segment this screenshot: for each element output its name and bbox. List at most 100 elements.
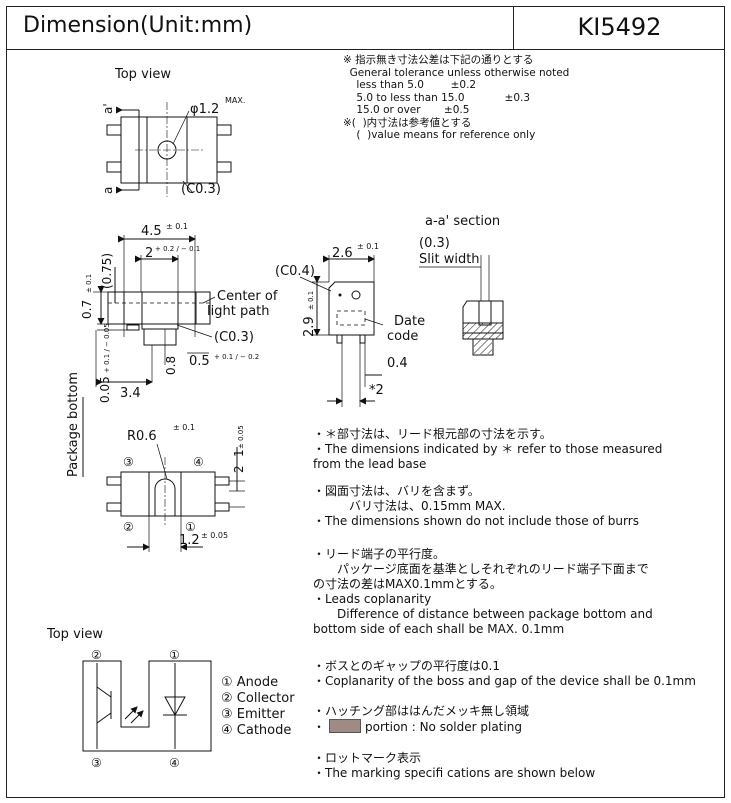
- dim-2-lead: 2: [232, 465, 246, 473]
- part-number: KI5492: [513, 7, 725, 49]
- note-text: パッケージ底面を基準としそれぞれのリード端子下面まで: [337, 562, 649, 576]
- legend-item-cathode: ④ Cathode: [221, 723, 292, 738]
- dim-c03-front: (C0.3): [214, 330, 254, 345]
- note-text: ・The dimensions indicated by ＊ refer to …: [313, 442, 663, 456]
- dim-0-5-tol: + 0.1 / − 0.2: [214, 353, 259, 361]
- page-title: Dimension(Unit:mm): [23, 13, 253, 38]
- label-date: Date: [394, 314, 425, 329]
- drawing-canvas: Top view a' a φ1.2 MAX. (C0.3): [46, 67, 504, 770]
- dim-c03-top: (C0.3): [181, 182, 221, 197]
- note-text: bottom side of each shall be MAX. 0.1mm: [313, 622, 565, 636]
- dim-2-9-tol: ± 0.1: [307, 291, 315, 310]
- tolerance-line: ※ 指示無き寸法公差は下記の通りとする: [343, 54, 534, 66]
- front-view-package: [93, 235, 216, 387]
- label-light-path: light path: [207, 304, 270, 319]
- bottom-pin-1: ①: [185, 520, 196, 534]
- dim-1-lead: 1: [232, 449, 246, 457]
- note-text: ・The dimensions shown do not include tho…: [313, 514, 639, 528]
- note-marking: ・ロットマーク表示 ・The marking specifi cations a…: [313, 751, 595, 781]
- note-text: ・リード端子の平行度。: [313, 547, 446, 561]
- dim-width-4-5: 4.5: [141, 224, 162, 239]
- note-text: ・Coplanarity of the boss and gap of the …: [313, 674, 696, 688]
- tolerance-line: ※( )内寸法は参考値とする: [343, 116, 472, 129]
- dim-width-2-tol: + 0.2 / − 0.1: [155, 245, 200, 253]
- section-view-package: [419, 255, 504, 356]
- note-text: ・ボスとのギャップの平行度は0.1: [313, 659, 500, 673]
- note-text: Difference of distance between package b…: [337, 607, 653, 621]
- tolerance-line: ( )value means for reference only: [343, 129, 536, 141]
- label-center-of: Center of: [217, 289, 278, 304]
- circuit-schematic: [82, 660, 212, 752]
- dim-2-6-tol: ± 0.1: [357, 242, 379, 251]
- dim-3-4: 3.4: [120, 386, 141, 401]
- label-slit-width: Slit width: [419, 252, 480, 267]
- dim-0-05: 0.05: [98, 376, 112, 403]
- dim-phi: φ1.2: [190, 102, 219, 117]
- dim-0-7: 0.7: [80, 300, 94, 319]
- tolerance-line: less than 5.0 ±0.2: [343, 79, 477, 91]
- drawing-sheet: Dimension(Unit:mm) KI5492 ※ 指示無き寸法公差は下記の…: [6, 6, 725, 798]
- note-text: の寸法の差はMAX0.1mmとする。: [313, 577, 502, 591]
- note-text: ・ロットマーク表示: [313, 751, 422, 765]
- note-text: ・ハッチング部ははんだメッキ無し領域: [313, 704, 530, 718]
- note-boss-gap: ・ボスとのギャップの平行度は0.1 ・Coplanarity of the bo…: [313, 659, 696, 689]
- note-text: portion : No solder plating: [365, 720, 522, 734]
- section-mark-a-prime: a': [101, 103, 115, 114]
- hatch-swatch: [329, 719, 362, 733]
- note-hatching: ・ハッチング部ははんだメッキ無し領域 ・portion : No solder …: [313, 704, 529, 735]
- dim-0-5: 0.5: [189, 354, 210, 369]
- note-burrs: ・図面寸法は、バリを含まず。 バリ寸法は、0.15mm MAX. ・The di…: [313, 484, 639, 529]
- legend-item-collector: ② Collector: [221, 691, 295, 706]
- dim-1-2: 1.2: [179, 533, 200, 548]
- legend-item-anode: ① Anode: [221, 675, 279, 690]
- note-text: バリ寸法は、0.15mm MAX.: [349, 499, 506, 513]
- dim-r0-6-tol: ± 0.1: [173, 423, 195, 432]
- dim-2-9: 2.9: [302, 316, 317, 337]
- dim-0-05-tol: + 0.1 / − 0.05: [103, 323, 111, 373]
- top-view-circuit-label: Top view: [46, 627, 103, 642]
- tolerance-line: General tolerance unless otherwise noted: [343, 66, 570, 79]
- tolerance-line: 5.0 to less than 15.0 ±0.3: [343, 91, 531, 104]
- dim-width-2: 2: [145, 246, 153, 261]
- dim-star-2: *2: [369, 383, 384, 398]
- general-tolerance-note: ※ 指示無き寸法公差は下記の通りとする General tolerance un…: [343, 54, 569, 142]
- circuit-pin-3: ③: [91, 756, 102, 770]
- dim-2-lead-tol: ± 0.05: [237, 425, 245, 449]
- label-code: code: [387, 329, 418, 344]
- label-package-bottom: Package bottom: [66, 372, 81, 477]
- dim-2-6: 2.6: [332, 246, 353, 261]
- bottom-pin-4: ④: [193, 455, 204, 469]
- note-hatch-line: ・portion : No solder plating: [313, 719, 522, 734]
- bottom-pin-3: ③: [123, 455, 134, 469]
- note-text: ・The marking specifi cations are shown b…: [313, 766, 596, 780]
- tolerance-line: 15.0 or over ±0.5: [343, 104, 470, 116]
- note-text: ・図面寸法は、バリを含まず。: [313, 484, 480, 498]
- dim-c04: (C0.4): [275, 264, 315, 279]
- bottom-view-package: [106, 443, 245, 552]
- dim-1-2-tol: ± 0.05: [201, 531, 228, 540]
- dim-0-75: (0.75): [100, 253, 114, 289]
- dim-0-8: 0.8: [164, 356, 178, 375]
- circuit-pin-1: ①: [169, 648, 180, 662]
- top-view-package: [106, 102, 232, 197]
- title-block: Dimension(Unit:mm) KI5492: [7, 7, 724, 50]
- note-text: from the lead base: [313, 457, 427, 471]
- dim-phi-max: MAX.: [225, 96, 245, 105]
- note-text: ・Leads coplanarity: [313, 592, 432, 606]
- circuit-pin-4: ④: [169, 756, 180, 770]
- legend-item-emitter: ③ Emitter: [221, 707, 285, 722]
- section-label: a-a' section: [425, 214, 500, 229]
- dim-0-4: 0.4: [387, 356, 408, 371]
- top-view-label: Top view: [114, 67, 171, 82]
- dim-width-4-5-tol: ± 0.1: [166, 222, 188, 231]
- dim-r0-6: R0.6: [127, 429, 157, 444]
- note-coplanarity: ・リード端子の平行度。 パッケージ底面を基準としそれぞれのリード端子下面まで の…: [313, 547, 653, 637]
- bottom-pin-2: ②: [123, 520, 134, 534]
- dim-0-7-tol: ± 0.1: [85, 274, 93, 293]
- section-mark-a: a: [101, 187, 115, 194]
- dim-slit-0-3: (0.3): [419, 236, 450, 251]
- circuit-pin-2: ②: [91, 648, 102, 662]
- side-view-package: [299, 255, 384, 407]
- note-lead-base: ・＊部寸法は、リード根元部の寸法を示す。 ・The dimensions ind…: [313, 427, 662, 472]
- note-text: ・＊部寸法は、リード根元部の寸法を示す。: [313, 427, 552, 441]
